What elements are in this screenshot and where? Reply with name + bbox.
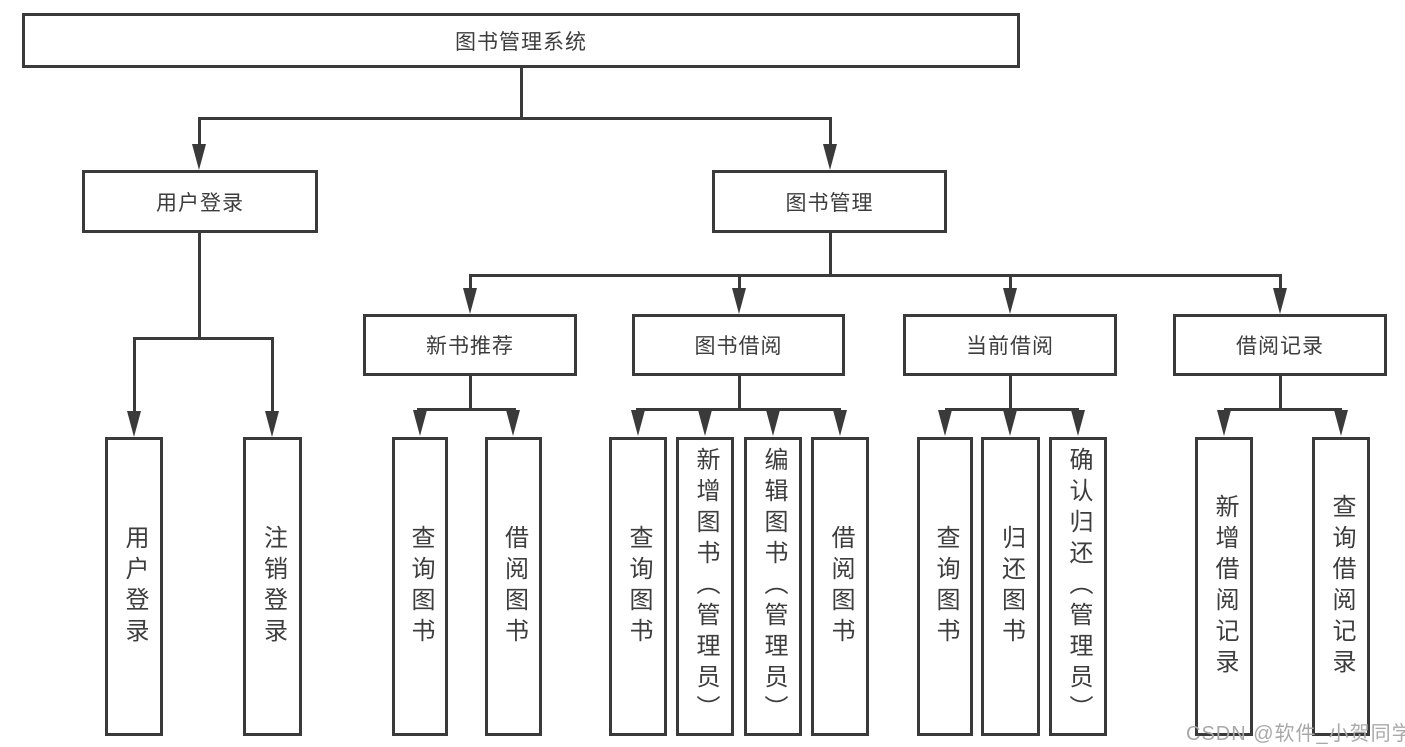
arrowhead-icon bbox=[506, 410, 520, 436]
node-root: 图书管理系统 bbox=[22, 13, 1020, 68]
connector-line bbox=[417, 408, 516, 411]
arrowhead-icon bbox=[766, 410, 780, 436]
node-book-borrow: 图书借阅 bbox=[632, 314, 845, 376]
arrowhead-icon bbox=[413, 410, 427, 436]
node-book-mgmt: 图书管理 bbox=[712, 170, 947, 233]
arrowhead-icon bbox=[698, 410, 712, 436]
leaf-current-return-books: 归还图书 bbox=[981, 437, 1040, 736]
connector-line bbox=[1279, 274, 1282, 291]
node-new-books: 新书推荐 bbox=[363, 314, 577, 376]
leaf-current-query-books: 查询图书 bbox=[917, 437, 973, 736]
arrowhead-icon bbox=[1003, 288, 1017, 314]
connector-line bbox=[198, 117, 831, 120]
arrowhead-icon bbox=[1003, 410, 1017, 436]
node-current-borrow: 当前借阅 bbox=[903, 314, 1117, 376]
csdn-watermark: CSDN @软件_小贺同学 bbox=[1186, 723, 1405, 745]
arrowhead-icon bbox=[463, 288, 477, 314]
arrowhead-icon bbox=[631, 410, 645, 436]
connector-line bbox=[469, 376, 472, 409]
leaf-borrow-edit-books: 编辑图书（管理员） bbox=[744, 437, 802, 736]
arrowhead-icon bbox=[732, 288, 746, 314]
leaf-logout: 注销登录 bbox=[243, 437, 302, 736]
connector-line bbox=[271, 337, 274, 414]
arrowhead-icon bbox=[127, 411, 141, 437]
leaf-borrow-query-books: 查询图书 bbox=[609, 437, 667, 736]
connector-line bbox=[945, 408, 1079, 411]
arrowhead-icon bbox=[1334, 410, 1348, 436]
leaf-borrow-add-books: 新增图书（管理员） bbox=[676, 437, 734, 736]
leaf-borrow-borrow-books: 借阅图书 bbox=[811, 437, 869, 736]
arrowhead-icon bbox=[1217, 410, 1231, 436]
leaf-current-confirm-return: 确认归还（管理员） bbox=[1049, 437, 1107, 736]
connector-line bbox=[469, 274, 1281, 277]
connector-line bbox=[469, 274, 472, 291]
connector-line bbox=[738, 274, 741, 291]
connector-line bbox=[1009, 376, 1012, 409]
connector-line bbox=[133, 337, 274, 340]
arrowhead-icon bbox=[823, 144, 837, 170]
leaf-user-login: 用户登录 bbox=[105, 437, 163, 736]
connector-line bbox=[829, 117, 832, 147]
node-user-login: 用户登录 bbox=[82, 170, 318, 233]
connector-line bbox=[738, 376, 741, 409]
connector-line bbox=[829, 233, 832, 275]
leaf-records-add-record: 新增借阅记录 bbox=[1195, 437, 1253, 736]
leaf-newbooks-query-books: 查询图书 bbox=[392, 437, 448, 736]
connector-line bbox=[1009, 274, 1012, 291]
connector-line bbox=[1224, 408, 1342, 411]
connector-line bbox=[520, 68, 523, 118]
connector-line bbox=[198, 233, 201, 338]
arrowhead-icon bbox=[833, 410, 847, 436]
arrowhead-icon bbox=[1273, 288, 1287, 314]
connector-line bbox=[133, 337, 136, 414]
leaf-records-query-record: 查询借阅记录 bbox=[1312, 437, 1370, 736]
connector-line bbox=[1279, 376, 1282, 409]
arrowhead-icon bbox=[192, 144, 206, 170]
connector-line bbox=[636, 408, 841, 411]
node-borrow-records: 借阅记录 bbox=[1173, 314, 1387, 376]
leaf-newbooks-borrow-books: 借阅图书 bbox=[485, 437, 542, 736]
arrowhead-icon bbox=[265, 411, 279, 437]
arrowhead-icon bbox=[1071, 410, 1085, 436]
connector-line bbox=[198, 117, 201, 147]
arrowhead-icon bbox=[938, 410, 952, 436]
